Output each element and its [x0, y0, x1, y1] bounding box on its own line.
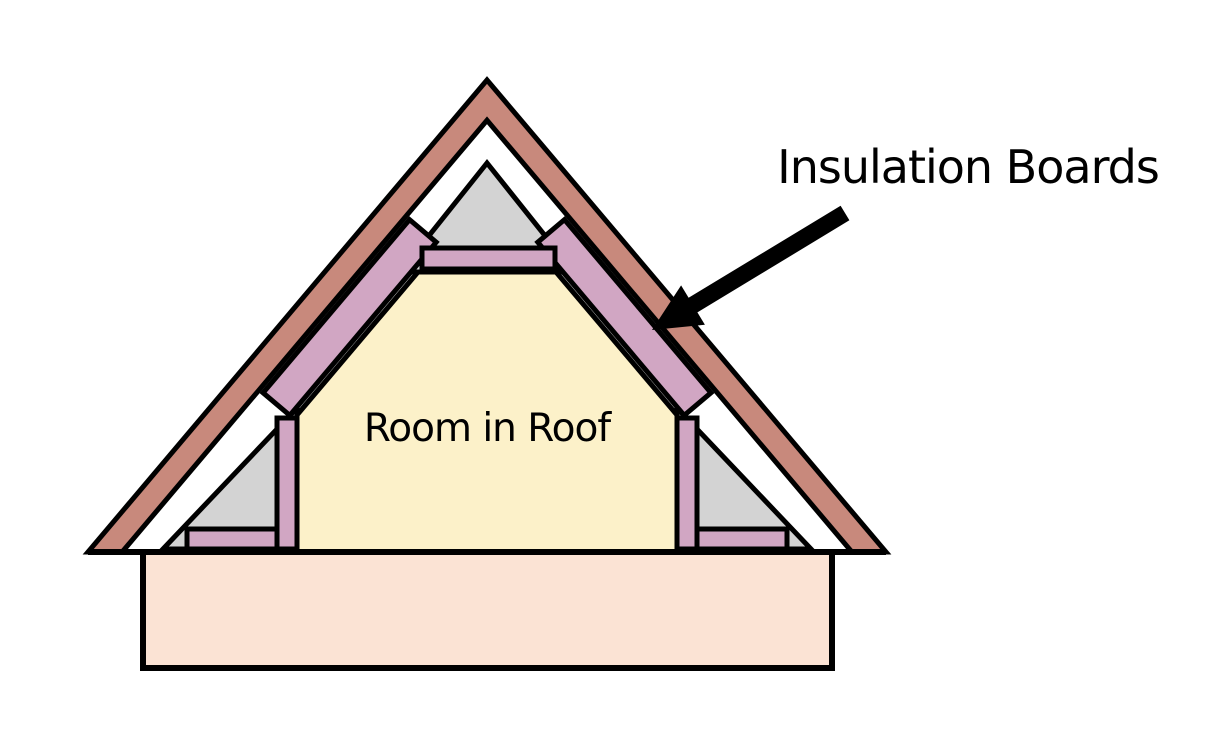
left-floor-insulation-board	[184, 526, 280, 552]
house-wall	[140, 549, 835, 671]
insulation-arrow-icon	[652, 205, 850, 330]
right-floor-insulation-board	[694, 526, 790, 552]
collar-insulation-board	[419, 245, 558, 272]
right-rafter-insulation-board	[534, 216, 715, 419]
insulation-boards-label: Insulation Boards	[777, 140, 1159, 194]
room-in-roof-label: Room in Roof	[364, 406, 612, 451]
left-knee-wall-insulation-board	[274, 415, 300, 552]
right-knee-wall-insulation-board	[674, 415, 700, 552]
left-rafter-insulation-board	[259, 216, 440, 419]
